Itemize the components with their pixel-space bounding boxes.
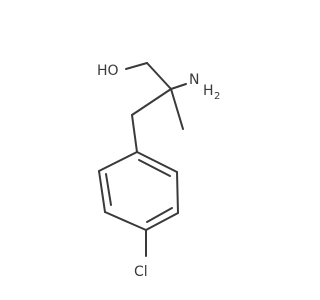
chlorine-label: Cl: [134, 264, 148, 280]
bond-o-ch2: [125, 62, 148, 70]
bond-cq-nh2: [170, 83, 187, 90]
ring-bond-4: [104, 211, 147, 231]
bond-cq-methyl: [170, 88, 184, 130]
bond-ch2b-ring: [131, 114, 138, 153]
ring-double-inner-2: [146, 207, 173, 223]
ring-bond-2: [176, 171, 179, 214]
amine-h-label: H: [203, 83, 214, 99]
bond-cq-ch2b: [131, 88, 172, 116]
ring-bond-3: [145, 212, 179, 231]
ring-double-inner-1: [138, 159, 171, 177]
ring-double-inner-3: [105, 173, 112, 206]
ring-bond-6: [98, 151, 138, 172]
amine-subscript-label: 2: [214, 91, 220, 102]
molecule-structure: HO N H 2 Cl: [97, 62, 220, 280]
bonds: [98, 62, 187, 257]
hydroxyl-label: HO: [97, 63, 119, 79]
atom-labels: HO N H 2 Cl: [97, 63, 220, 280]
ring-bond-5: [98, 170, 106, 213]
amine-n-label: N: [189, 72, 199, 88]
bond-ch2-cq: [146, 62, 172, 90]
ring-bond-1: [136, 151, 178, 173]
structure-canvas: HO N H 2 Cl: [97, 62, 221, 280]
